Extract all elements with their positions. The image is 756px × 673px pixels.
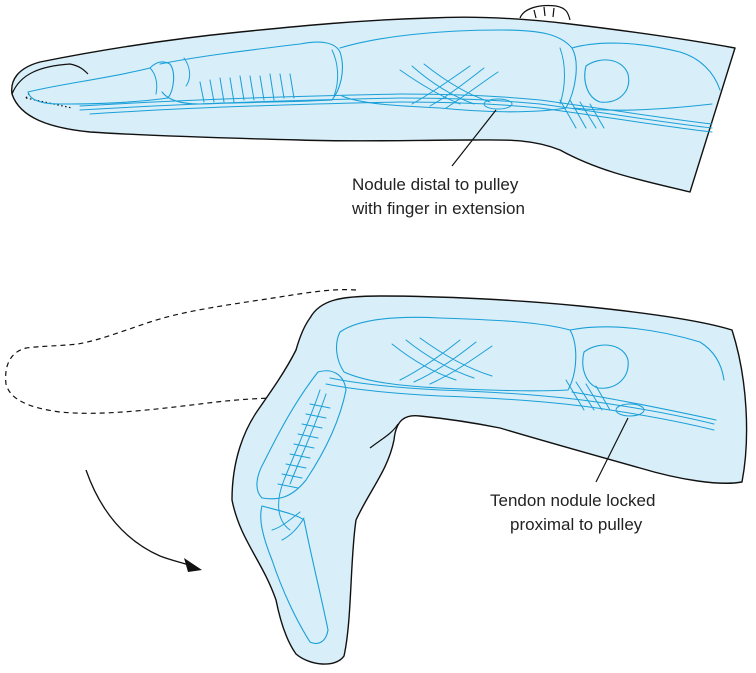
flexion-arrow — [86, 470, 192, 566]
flexion-arrowhead — [184, 558, 202, 572]
finger-extended: Nodule distal to pulley with finger in e… — [12, 6, 735, 219]
label-nodule-proximal-line-1: Tendon nodule locked — [490, 491, 655, 510]
label-nodule-distal-line-1: Nodule distal to pulley — [352, 175, 519, 194]
label-nodule-proximal: Tendon nodule locked proximal to pulley — [490, 491, 660, 534]
finger-flexed-skin — [232, 296, 747, 664]
label-nodule-distal: Nodule distal to pulley with finger in e… — [351, 175, 525, 218]
finger-flexed: Tendon nodule locked proximal to pulley — [6, 290, 747, 664]
dorsal-skin-creases — [520, 6, 570, 21]
label-nodule-proximal-line-2: proximal to pulley — [510, 515, 643, 534]
label-nodule-distal-line-2: with finger in extension — [351, 199, 525, 218]
